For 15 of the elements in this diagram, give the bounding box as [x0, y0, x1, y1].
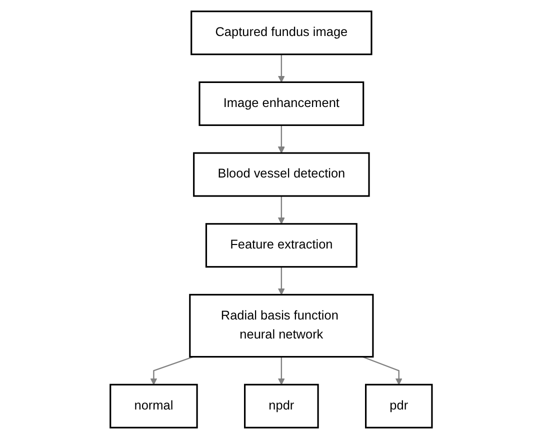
arrow [278, 125, 285, 154]
node-box: Captured fundus image [190, 10, 372, 56]
node-box: pdr [364, 384, 433, 428]
node-box: Blood vessel detection [192, 152, 370, 197]
node-box: Image enhancement [198, 81, 364, 126]
node-box: normal [109, 384, 198, 428]
arrow [150, 356, 194, 385]
arrow [362, 356, 402, 385]
arrow [278, 196, 285, 224]
node-box: Feature extraction [205, 223, 358, 268]
node-box: npdr [244, 384, 319, 428]
arrow [278, 356, 285, 385]
arrow [278, 266, 285, 296]
arrow [278, 54, 285, 83]
node-box: Radial basis function neural network [188, 294, 374, 358]
